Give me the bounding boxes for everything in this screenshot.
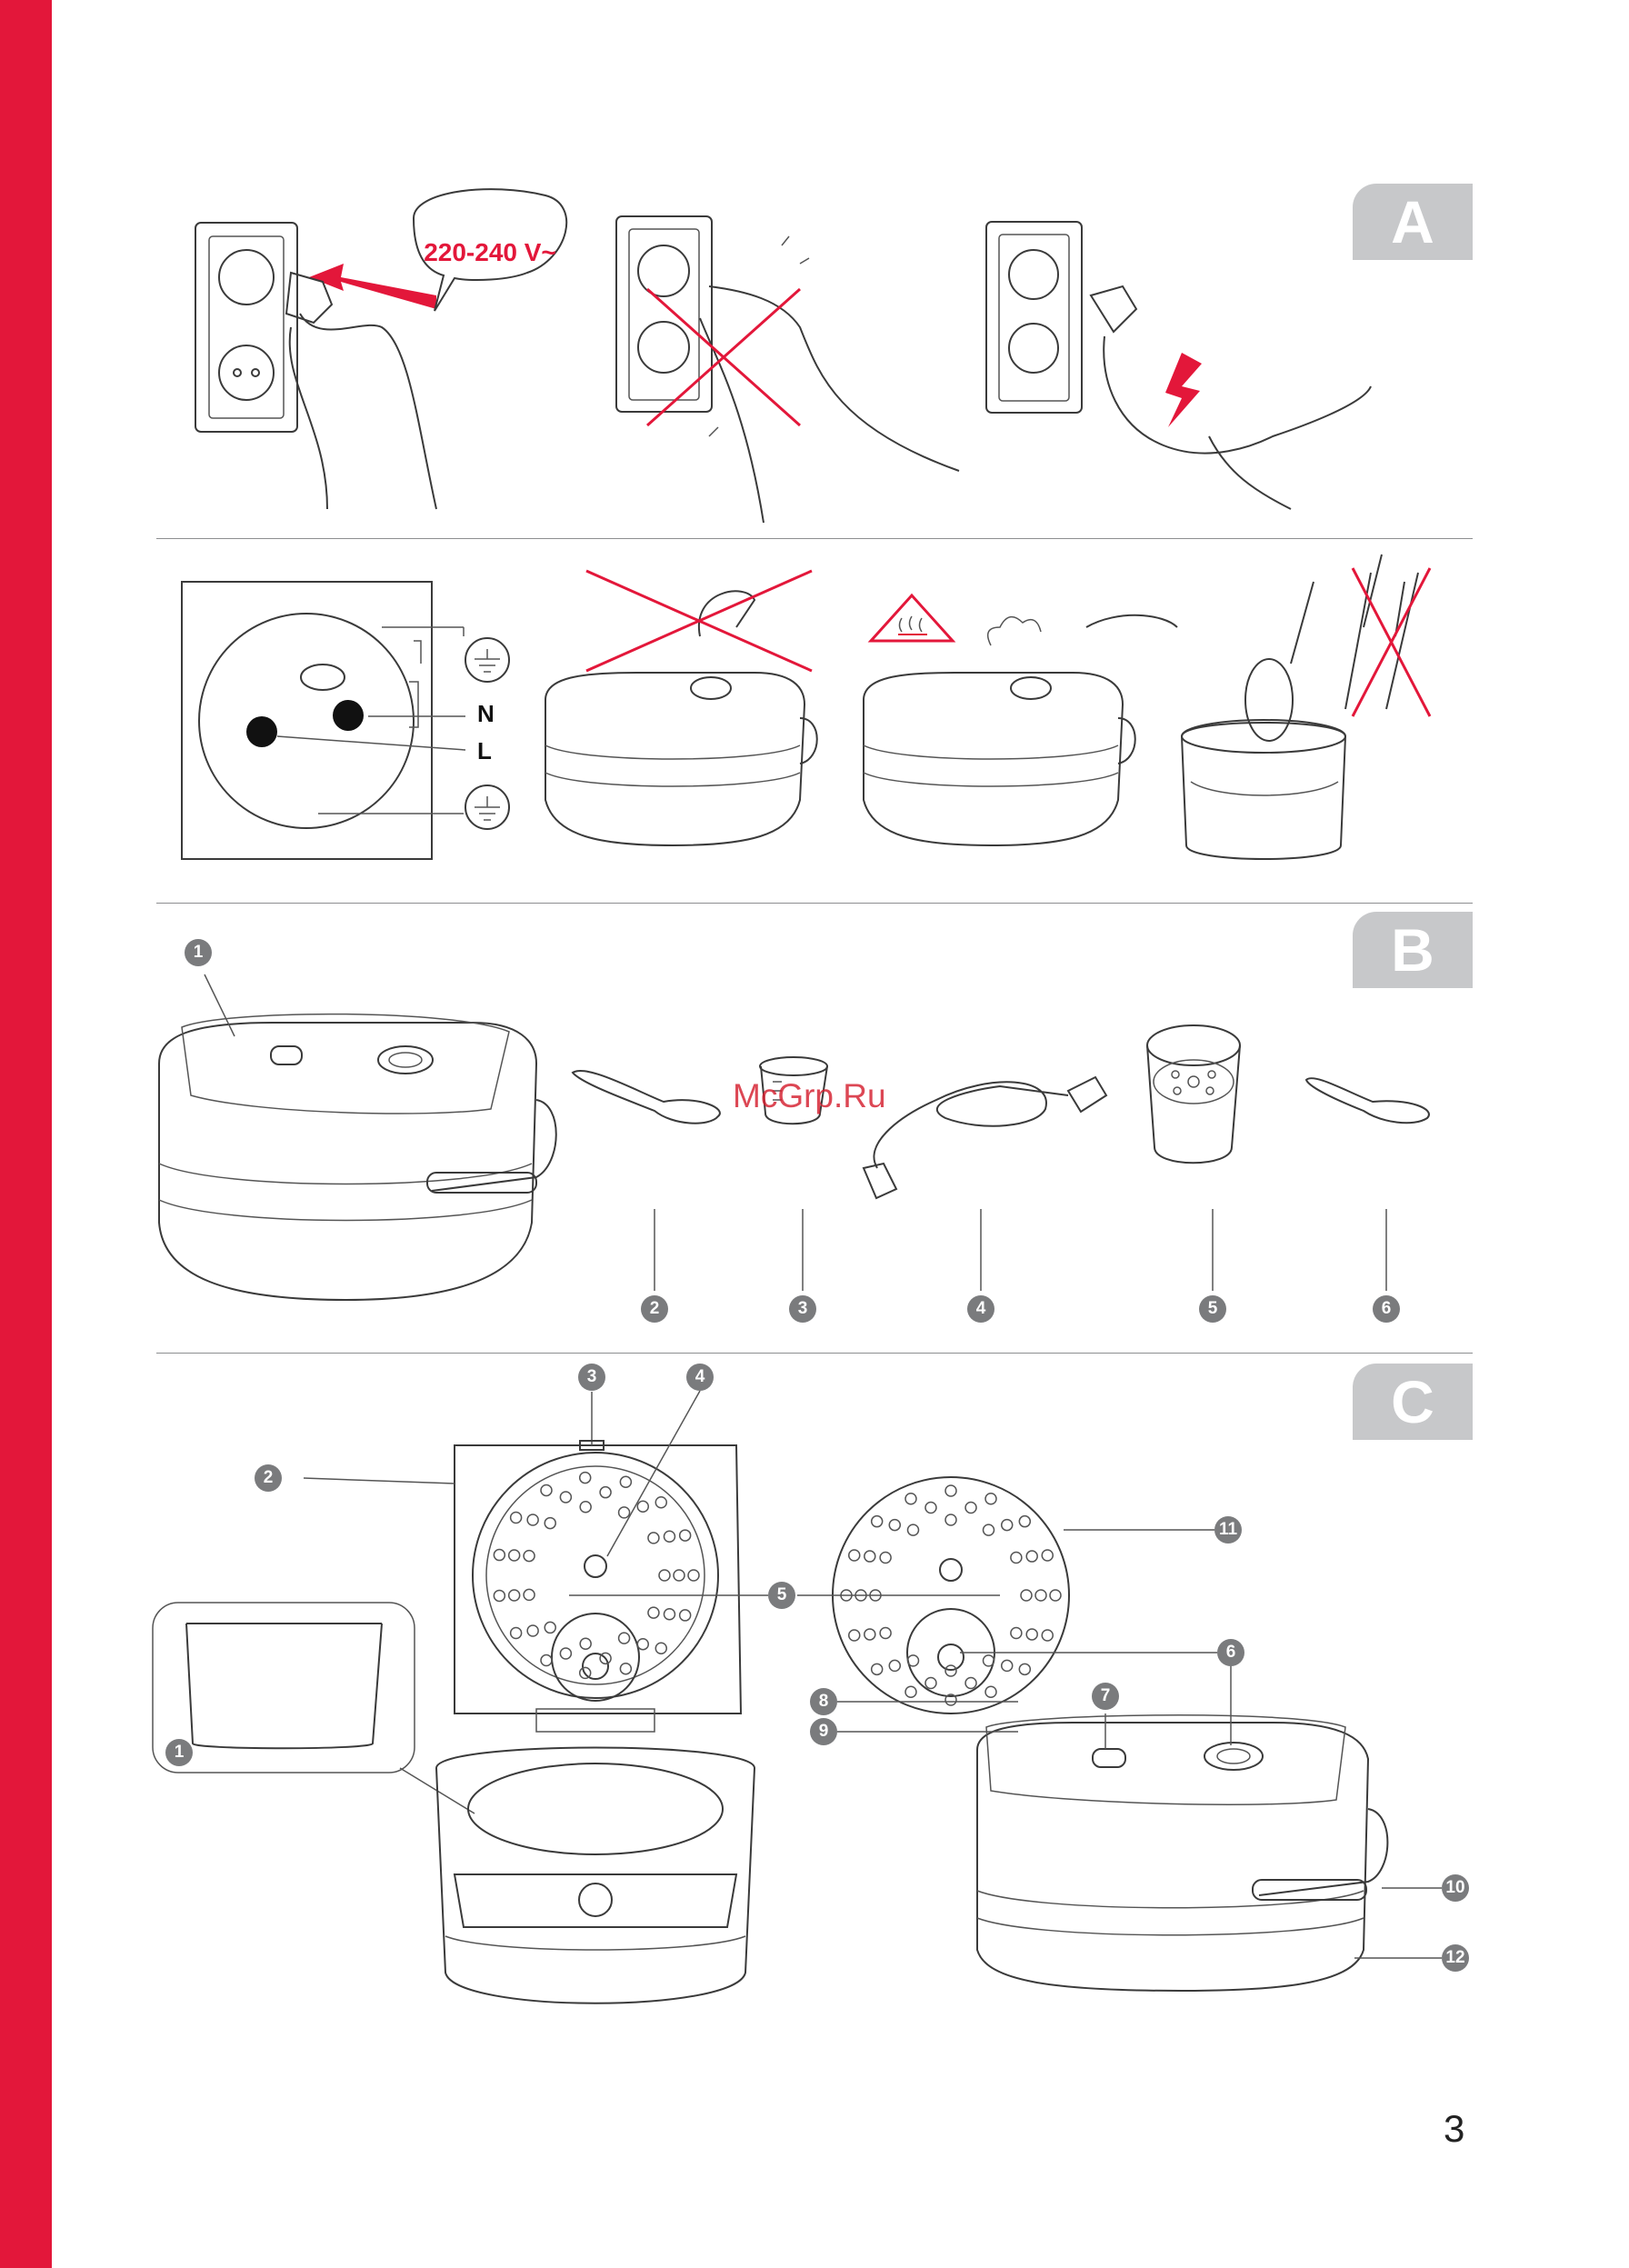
callout-c-7: 7: [1092, 1683, 1119, 1710]
callout-b-3: 3: [789, 1295, 816, 1323]
inner-pot-utensil-illustration: [1182, 555, 1430, 859]
lid-steam-holes: [494, 1473, 699, 1679]
hot-steam-warning: [864, 595, 1177, 845]
steam-basket-illustration: [1147, 1025, 1240, 1163]
spatula-illustration: [1306, 1078, 1429, 1123]
callout-b-2: 2: [641, 1295, 668, 1323]
callout-c-4: 4: [686, 1364, 714, 1391]
lightning-icon: [1165, 353, 1202, 427]
callout-c-8: 8: [810, 1688, 837, 1715]
callout-c-9: 9: [810, 1718, 837, 1745]
watermark: McGrp.Ru: [733, 1077, 886, 1115]
callout-c-2: 2: [255, 1464, 282, 1492]
rice-cooker-main-illustration: [159, 1014, 556, 1300]
wall-socket-illustration-1: [195, 223, 297, 432]
voltage-label: 220-240 V~: [417, 238, 563, 267]
wall-socket-illustration-3: [986, 222, 1371, 509]
callout-c-11: 11: [1214, 1516, 1242, 1544]
page-number: 3: [1444, 2107, 1464, 2151]
callout-c-3: 3: [578, 1364, 605, 1391]
callout-b-5: 5: [1199, 1295, 1226, 1323]
callout-c-10: 10: [1442, 1874, 1469, 1902]
callout-c-6: 6: [1217, 1639, 1244, 1666]
open-cooker-illustration: [436, 1445, 755, 2003]
callout-b-6: 6: [1373, 1295, 1400, 1323]
insert-arrow: [309, 264, 436, 309]
live-label: L: [477, 737, 492, 765]
cooker-magnet-warning: [545, 571, 817, 845]
callout-c-12: 12: [1442, 1944, 1469, 1972]
inner-pot-inset-frame: [153, 1603, 415, 1773]
ladle-illustration: [573, 1071, 720, 1124]
power-cord-illustration: [864, 1077, 1106, 1198]
socket-diagram: [182, 582, 509, 859]
callout-c-5: 5: [768, 1582, 795, 1609]
callout-b-4: 4: [967, 1295, 994, 1323]
wall-socket-illustration-2: [616, 216, 959, 523]
callout-b-1: 1: [185, 939, 212, 966]
neutral-label: N: [477, 700, 495, 728]
callout-c-1: 1: [165, 1739, 193, 1766]
closed-cooker-illustration: [977, 1715, 1387, 1991]
